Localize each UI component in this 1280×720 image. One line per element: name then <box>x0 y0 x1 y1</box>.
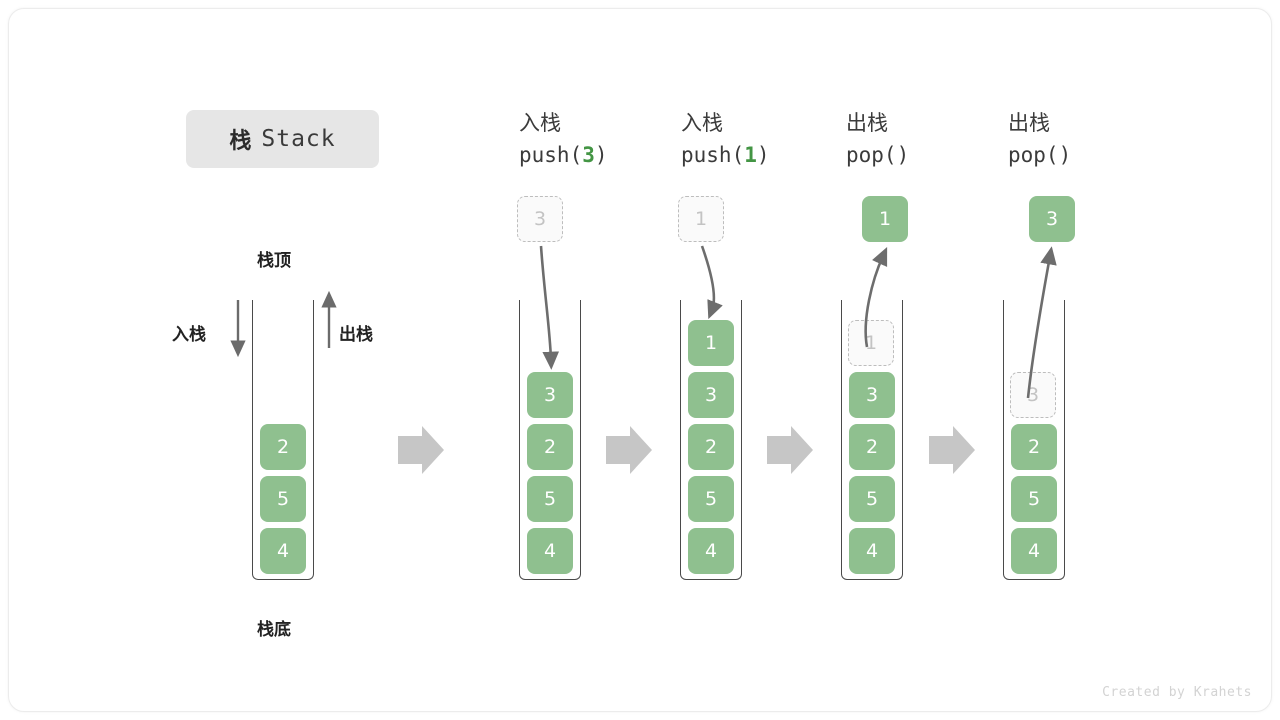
operation-label-cn: 出栈 <box>1008 111 1050 135</box>
incoming-ghost-cell: 1 <box>678 196 724 242</box>
stack-cell: 5 <box>527 476 573 522</box>
attribution-footer: Created by Krahets <box>1102 685 1252 700</box>
operation-label-code: push(3) <box>519 138 699 172</box>
code-arg: 1 <box>744 143 757 167</box>
code-arg: 3 <box>582 143 595 167</box>
operation-label-code: pop() <box>846 138 1026 172</box>
operation-label-cn: 出栈 <box>846 111 888 135</box>
code-prefix: pop( <box>846 143 897 167</box>
stack-container-after-push-1 <box>680 300 742 580</box>
stack-cell: 2 <box>527 424 573 470</box>
stack-cell: 2 <box>1011 424 1057 470</box>
diagram-title-chip: 栈 Stack <box>186 110 379 168</box>
operation-label-cn: 入栈 <box>519 111 561 135</box>
operation-label-cn: 入栈 <box>681 111 723 135</box>
stack-cell: 5 <box>688 476 734 522</box>
push-direction-label: 入栈 <box>172 325 206 345</box>
pop-direction-label: 出栈 <box>339 325 373 345</box>
code-suffix: ) <box>1058 143 1072 167</box>
stack-cell: 2 <box>849 424 895 470</box>
code-prefix: push( <box>681 143 745 167</box>
operation-header-push-3: 入栈 push(3) <box>519 108 699 172</box>
stack-container-after-pop-1 <box>841 300 903 580</box>
stack-cell: 4 <box>849 528 895 574</box>
stack-cell: 3 <box>688 372 734 418</box>
ejected-cell: 1 <box>862 196 908 242</box>
stack-cell: 4 <box>1011 528 1057 574</box>
operation-header-push-1: 入栈 push(1) <box>681 108 861 172</box>
stack-top-label: 栈顶 <box>257 251 291 271</box>
stack-cell: 5 <box>849 476 895 522</box>
ghost-cell-in-stack: 1 <box>848 320 894 366</box>
code-suffix: ) <box>756 143 770 167</box>
operation-label-code: pop() <box>1008 138 1188 172</box>
stack-cell: 4 <box>527 528 573 574</box>
stack-cell: 4 <box>688 528 734 574</box>
code-suffix: ) <box>594 143 608 167</box>
ejected-cell: 3 <box>1029 196 1075 242</box>
stack-cell: 2 <box>688 424 734 470</box>
operation-label-code: push(1) <box>681 138 861 172</box>
stack-cell: 3 <box>849 372 895 418</box>
operation-header-pop-3: 出栈 pop() <box>1008 108 1188 172</box>
stack-container-after-pop-3 <box>1003 300 1065 580</box>
stack-cell: 3 <box>527 372 573 418</box>
stack-container-after-push-3 <box>519 300 581 580</box>
code-suffix: ) <box>896 143 910 167</box>
stack-cell: 1 <box>688 320 734 366</box>
incoming-ghost-cell: 3 <box>517 196 563 242</box>
stack-cell: 5 <box>1011 476 1057 522</box>
page-title-cn: 栈 <box>229 129 252 154</box>
stack-container-initial <box>252 300 314 580</box>
code-prefix: pop( <box>1008 143 1059 167</box>
page-title-en: Stack <box>261 126 336 152</box>
stack-cell: 5 <box>260 476 306 522</box>
stack-cell: 4 <box>260 528 306 574</box>
stack-cell: 2 <box>260 424 306 470</box>
ghost-cell-in-stack: 3 <box>1010 372 1056 418</box>
code-prefix: push( <box>519 143 583 167</box>
stack-bottom-label: 栈底 <box>257 620 291 640</box>
operation-header-pop-1: 出栈 pop() <box>846 108 1026 172</box>
